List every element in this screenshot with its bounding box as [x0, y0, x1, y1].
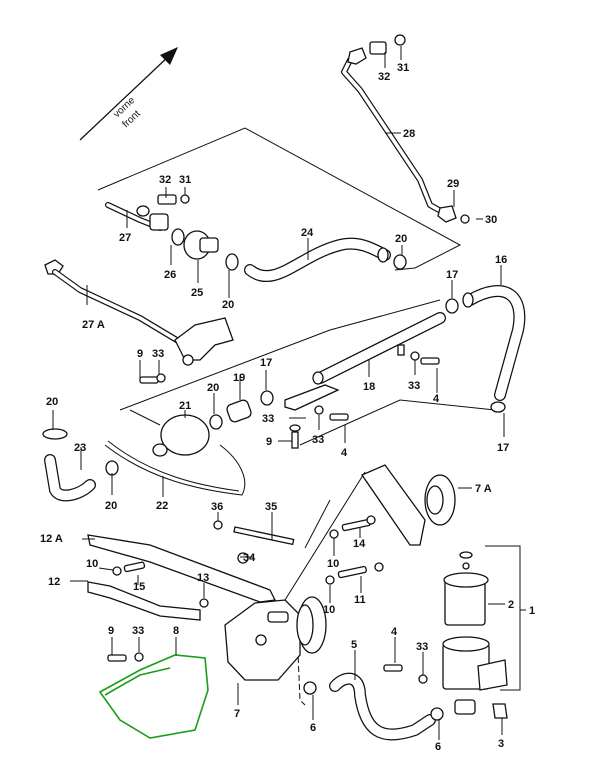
label-part-5: 5 — [351, 639, 357, 651]
label-part-30: 30 — [485, 214, 497, 226]
bolts-14-11 — [325, 515, 384, 585]
label-part-34: 34 — [243, 552, 256, 564]
label-part-32-top: 32 — [378, 71, 390, 83]
label-part-27: 27 — [119, 232, 131, 244]
label-part-25: 25 — [191, 287, 203, 299]
label-part-20-b: 20 — [395, 233, 407, 245]
label-part-2: 2 — [508, 599, 514, 611]
label-part-10-b: 10 — [327, 558, 339, 570]
label-part-20-c: 20 — [207, 382, 219, 394]
label-part-22: 22 — [156, 500, 168, 512]
part-5-hose — [303, 672, 444, 741]
label-part-16: 16 — [495, 254, 507, 266]
label-part-36: 36 — [211, 501, 223, 513]
bolts-middle — [139, 351, 440, 449]
boundary-right — [299, 399, 496, 446]
part-labels: 32 31 28 29 30 32 31 27 26 25 20 24 20 2… — [40, 62, 535, 753]
label-part-24: 24 — [301, 227, 314, 239]
label-part-33-f: 33 — [416, 641, 428, 653]
label-part-3: 3 — [498, 738, 504, 750]
part-28-pipe — [341, 34, 470, 224]
label-part-33-e: 33 — [132, 625, 144, 637]
part-1-reservoir — [383, 545, 521, 719]
label-part-14: 14 — [353, 538, 366, 550]
boundary-middle — [119, 299, 441, 411]
label-part-4-a: 4 — [433, 393, 440, 405]
label-part-20-a: 20 — [222, 299, 234, 311]
boundary-upper — [97, 127, 462, 271]
part-18-tube — [284, 312, 446, 411]
label-part-11: 11 — [354, 594, 366, 606]
brackets-12 — [87, 520, 295, 621]
part-7a-pulley — [361, 464, 456, 546]
label-part-6-b: 6 — [435, 741, 441, 753]
label-part-17-c: 17 — [497, 442, 509, 454]
label-part-20-d: 20 — [46, 396, 58, 408]
label-part-10-a: 10 — [86, 558, 98, 570]
label-part-27a: 27 A — [82, 319, 105, 331]
label-part-15: 15 — [133, 581, 145, 593]
label-part-21: 21 — [179, 400, 191, 412]
label-part-26: 26 — [164, 269, 176, 281]
front-direction-arrow: vorne front — [79, 47, 178, 141]
label-part-33-a: 33 — [152, 348, 164, 360]
label-part-12a: 12 A — [40, 533, 63, 545]
part-27a-pipe — [44, 259, 234, 366]
label-part-8: 8 — [173, 625, 179, 637]
label-part-33-b: 33 — [408, 380, 420, 392]
label-part-6-a: 6 — [310, 722, 316, 734]
label-part-9-c: 9 — [108, 625, 114, 637]
label-part-32: 32 — [159, 174, 171, 186]
boundary-lower — [129, 409, 161, 426]
label-part-29: 29 — [447, 178, 459, 190]
part-8-heat-shield — [98, 652, 209, 739]
label-part-18: 18 — [363, 381, 375, 393]
parts-19-23 — [42, 390, 274, 502]
label-part-4-b: 4 — [341, 447, 348, 459]
label-part-7: 7 — [234, 708, 240, 720]
label-part-17-b: 17 — [260, 357, 272, 369]
label-part-10-c: 10 — [323, 604, 335, 616]
label-part-19: 19 — [233, 372, 245, 384]
label-part-4-c: 4 — [391, 626, 398, 638]
boundary-diag — [284, 471, 366, 601]
leader-lines — [52, 46, 526, 740]
label-part-28: 28 — [403, 128, 415, 140]
label-part-17-a: 17 — [446, 269, 458, 281]
label-part-31-top: 31 — [397, 62, 409, 74]
boundary-diag2 — [304, 499, 331, 549]
label-part-33-c: 33 — [262, 413, 274, 425]
label-part-23: 23 — [74, 442, 86, 454]
part-24-hose — [244, 237, 407, 282]
label-part-20-e: 20 — [105, 500, 117, 512]
part-16-hose — [445, 285, 526, 413]
label-part-33-d: 33 — [312, 434, 324, 446]
part-7-pump — [224, 596, 327, 681]
label-part-12: 12 — [48, 576, 60, 588]
label-part-9-a: 9 — [137, 348, 143, 360]
part-8-highlighted — [98, 654, 209, 739]
label-part-1: 1 — [529, 605, 535, 617]
part-27-fitting — [105, 194, 239, 271]
label-part-9-b: 9 — [266, 436, 272, 448]
label-part-13: 13 — [197, 572, 209, 584]
label-part-31: 31 — [179, 174, 191, 186]
label-part-35: 35 — [265, 501, 277, 513]
label-part-7a: 7 A — [475, 483, 492, 495]
